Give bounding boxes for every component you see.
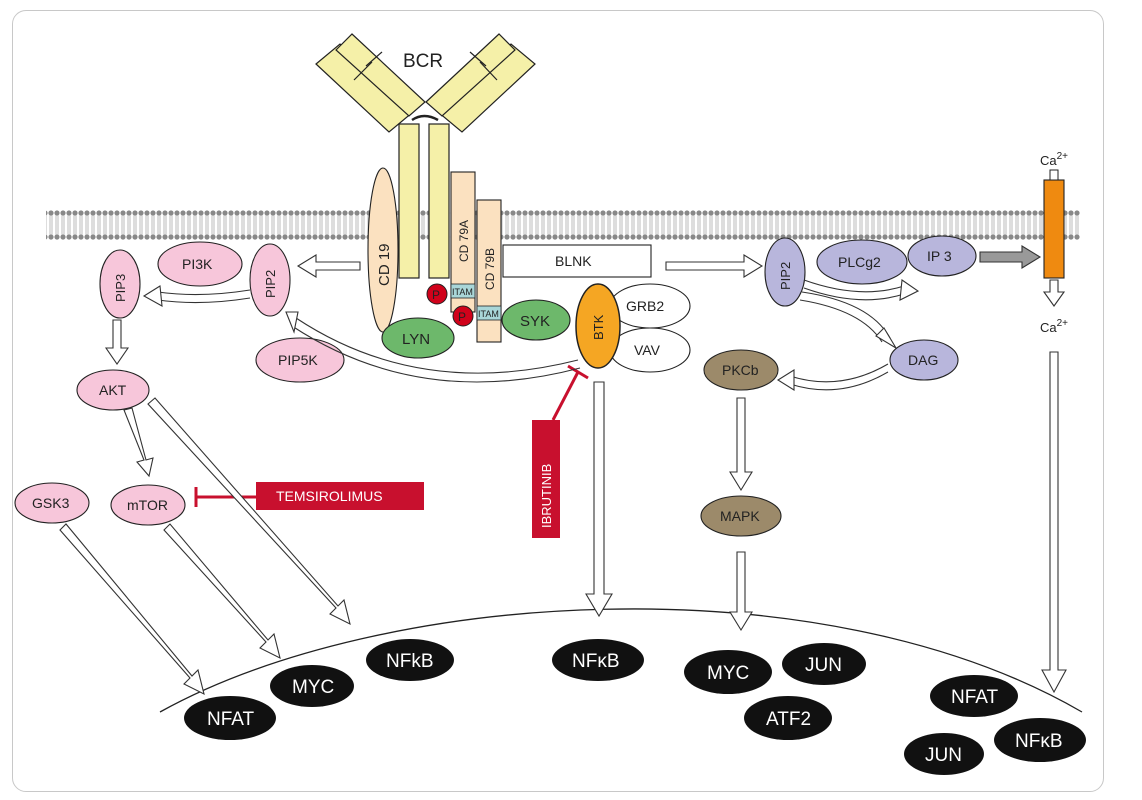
- nfkb-left-node: [366, 639, 454, 681]
- lyn-label: LYN: [402, 331, 430, 348]
- mtor-label: mTOR: [127, 497, 168, 513]
- nfkb-center-label: NFκB: [572, 651, 620, 672]
- myc-right-node: [684, 650, 772, 694]
- mapk-label: MAPK: [720, 508, 760, 524]
- bcr-hinge: [411, 114, 439, 122]
- plcg2-label: PLCg2: [838, 254, 881, 270]
- pkcb-node: [703, 349, 779, 391]
- signal-arrows: [59, 245, 1067, 696]
- phospho-label-b: P: [458, 310, 466, 324]
- phospho-label-a: P: [432, 288, 440, 302]
- blnk-box: [502, 244, 652, 278]
- pip3-label: PIP3: [113, 274, 128, 302]
- jun-far-label: JUN: [925, 745, 962, 766]
- temsirolimus-box: [256, 482, 424, 510]
- nfat-far-label: NFAT: [951, 687, 999, 708]
- pip2-left-label: PIP2: [263, 270, 278, 298]
- nfkb-center-node: [552, 639, 644, 681]
- ibrutinib-inhibitor-line: [551, 371, 580, 421]
- ibrutinib-inhibitor-bar: [567, 364, 589, 380]
- dag-label: DAG: [908, 352, 938, 368]
- syk-label: SYK: [520, 313, 550, 330]
- curved-arrowheads: [142, 279, 920, 391]
- gsk3-node: [14, 482, 90, 524]
- vav-label: VAV: [634, 342, 661, 358]
- mapk-node: [700, 495, 782, 537]
- itam-motif-a: [450, 283, 476, 299]
- akt-node: [76, 369, 150, 411]
- cd79b-label: CD 79B: [483, 248, 497, 290]
- myc-left-node: [270, 665, 354, 707]
- phospho-circle-b: [452, 305, 474, 327]
- bcr-label: BCR: [403, 51, 443, 72]
- jun-right-node: [782, 643, 866, 685]
- akt-label: AKT: [99, 382, 127, 398]
- itam-label-a: ITAM: [452, 287, 473, 297]
- nfkb-far-label: NFκB: [1015, 731, 1063, 752]
- pip2-left-node: [249, 243, 291, 317]
- pip5k-node: [255, 337, 345, 383]
- cell-membrane: [46, 210, 1080, 240]
- phospho-circle-a: [426, 283, 448, 305]
- gsk3-label: GSK3: [32, 495, 70, 511]
- temsirolimus-label: TEMSIROLIMUS: [276, 488, 383, 504]
- ca-top-label: Ca2+: [1040, 151, 1068, 168]
- nucleus-factors: NFAT MYC NFkB NFκB MYC JUN ATF2 NFAT JUN…: [184, 639, 1086, 775]
- pi3k-node: [157, 241, 243, 287]
- btk-node: [575, 283, 621, 369]
- nfkb-far-node: [994, 718, 1086, 762]
- nfat-far-node: [930, 675, 1018, 717]
- calcium-channel-cap: [1049, 169, 1059, 181]
- atf2-node: [744, 696, 832, 740]
- pi3k-label: PI3K: [182, 256, 213, 272]
- dag-node: [889, 339, 959, 381]
- atf2-label: ATF2: [766, 709, 811, 730]
- pip5k-label: PIP5K: [278, 352, 318, 368]
- btk-label: BTK: [591, 314, 606, 340]
- itam-label-b: ITAM: [478, 309, 499, 319]
- nfat-left-node: [184, 696, 276, 740]
- itam-motif-b: [476, 305, 502, 321]
- pip3-node: [99, 249, 141, 319]
- ibrutinib-label: IBRUTINIB: [539, 464, 554, 528]
- ibrutinib-box: [532, 420, 560, 538]
- calcium-channel: [1043, 179, 1065, 279]
- lyn-node: [381, 317, 455, 359]
- mtor-node: [110, 484, 186, 526]
- cd79a-label: CD 79A: [457, 220, 471, 262]
- myc-left-label: MYC: [292, 677, 334, 698]
- grb2-label: GRB2: [626, 298, 664, 314]
- nfkb-left-label: NFkB: [386, 651, 434, 672]
- nfat-left-label: NFAT: [207, 709, 255, 730]
- ca-bottom-label: Ca2+: [1040, 318, 1068, 335]
- jun-far-node: [904, 733, 984, 775]
- blnk-label: BLNK: [555, 253, 592, 269]
- pkcb-label: PKCb: [722, 362, 759, 378]
- myc-right-label: MYC: [707, 663, 749, 684]
- nuclear-envelope: [159, 608, 1083, 713]
- bcr-receptor: [315, 33, 536, 279]
- cd19-label: CD 19: [376, 243, 393, 286]
- jun-right-label: JUN: [805, 655, 842, 676]
- ip3-label: IP 3: [927, 248, 952, 264]
- pip2-right-node: [764, 237, 806, 307]
- plcg2-node: [816, 239, 908, 285]
- ip3-node: [907, 235, 977, 277]
- syk-node: [501, 299, 571, 341]
- pip2-right-label: PIP2: [778, 262, 793, 290]
